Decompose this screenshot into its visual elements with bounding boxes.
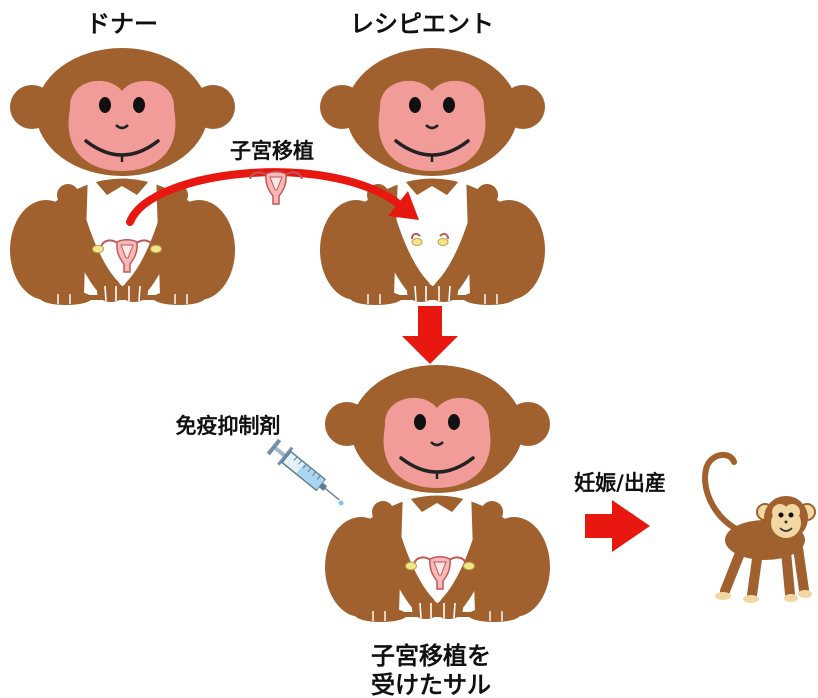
baby-monkey-nose <box>784 520 788 524</box>
syringe-droplet <box>338 500 344 506</box>
baby-monkey-mouth <box>779 527 793 532</box>
recipient-ovary-icon <box>411 232 449 246</box>
result-label-line2: 受けたサル <box>371 671 491 698</box>
immunosuppressant-label: 免疫抑制剤 <box>176 414 281 438</box>
baby-monkey-foot <box>784 594 798 602</box>
recipient-label: レシピエント <box>350 10 494 38</box>
transplant-arrow-icon <box>126 168 404 226</box>
baby-monkey-icon <box>702 452 816 603</box>
syringe-icon <box>266 438 340 501</box>
baby-monkey-front-legs <box>781 543 809 599</box>
transplant-arrow-head <box>388 191 419 220</box>
baby-monkey-eye <box>788 512 794 518</box>
baby-monkey-foot <box>715 592 731 600</box>
down-arrow-icon <box>402 306 458 364</box>
result-label-line1: 子宮移植を <box>371 642 491 670</box>
baby-monkey-foot <box>743 595 759 603</box>
pregnancy-birth-label: 妊娠/出産 <box>574 471 666 495</box>
recipient-monkey-icon <box>320 48 545 305</box>
baby-monkey-tail <box>702 452 741 533</box>
donor-label: ドナー <box>86 10 158 38</box>
transplant-label: 子宮移植 <box>230 139 314 163</box>
right-arrow-icon <box>585 500 650 552</box>
baby-monkey-foot <box>798 590 812 598</box>
baby-monkey-eye <box>778 512 784 518</box>
